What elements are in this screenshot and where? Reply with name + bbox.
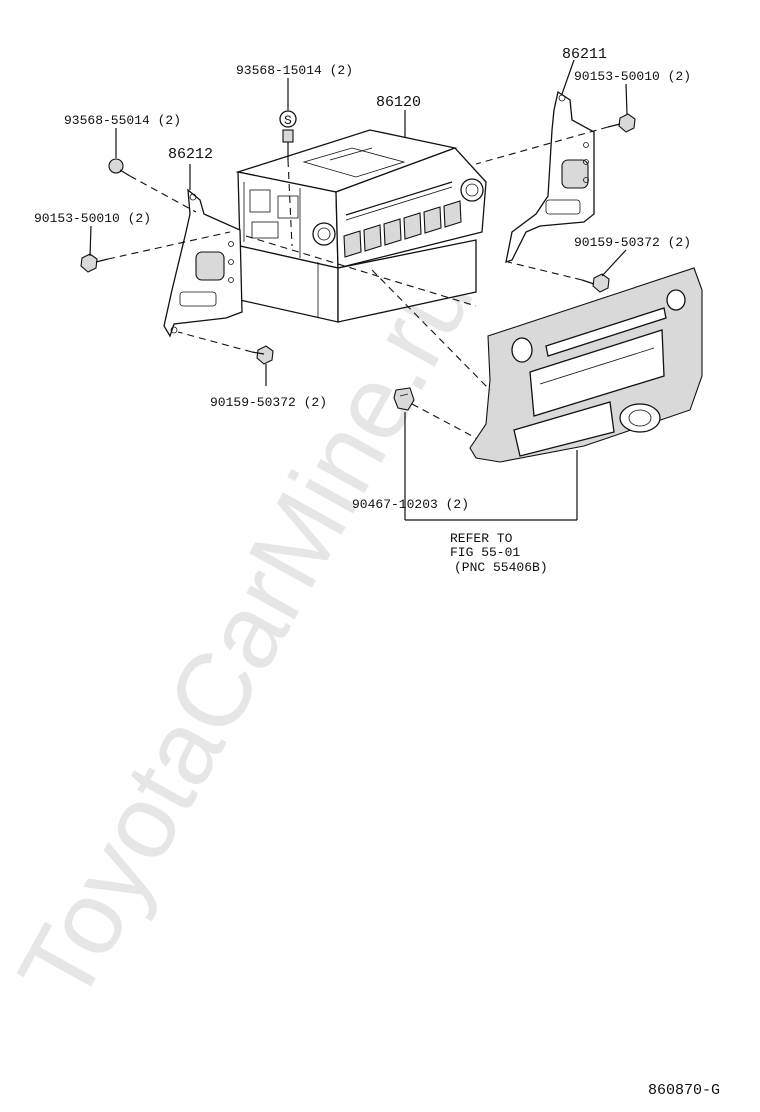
leader-lines xyxy=(89,78,628,521)
reference-line-1: REFER TO xyxy=(450,531,513,546)
radio-receiver xyxy=(235,110,487,323)
label-86211: 86211 xyxy=(562,46,607,63)
reference-line-2: FIG 55-01 xyxy=(450,545,520,560)
clip-90467 xyxy=(393,387,415,411)
assembly-lines xyxy=(107,126,609,439)
s-symbol: S xyxy=(279,110,297,128)
screw-93568-55014 xyxy=(108,158,131,177)
reference-line-3: (PNC 55406B) xyxy=(454,560,548,575)
label-90159-left: 90159-50372 (2) xyxy=(210,395,327,410)
label-93568-55014: 93568-55014 (2) xyxy=(64,113,181,128)
bolt-right-90159 xyxy=(581,273,610,293)
label-93568-15014: 93568-15014 (2) xyxy=(236,63,353,78)
bolt-left-90153 xyxy=(80,253,109,273)
svg-text:S: S xyxy=(284,113,292,128)
label-90467: 90467-10203 (2) xyxy=(352,497,469,512)
right-bracket xyxy=(505,59,595,263)
bolt-right-90153 xyxy=(607,113,636,133)
bezel-panel xyxy=(469,267,703,463)
bolt-left-90159 xyxy=(251,345,274,365)
label-90153-left: 90153-50010 (2) xyxy=(34,211,151,226)
watermark: ToyotaCarMine.ru xyxy=(0,247,496,1021)
screw-93568-15014 xyxy=(282,129,294,160)
label-86212: 86212 xyxy=(168,146,213,163)
label-86120: 86120 xyxy=(376,94,421,111)
label-90159-right: 90159-50372 (2) xyxy=(574,235,691,250)
label-90153-right: 90153-50010 (2) xyxy=(574,69,691,84)
figure-code: 860870-G xyxy=(648,1082,720,1099)
left-bracket xyxy=(163,164,243,338)
